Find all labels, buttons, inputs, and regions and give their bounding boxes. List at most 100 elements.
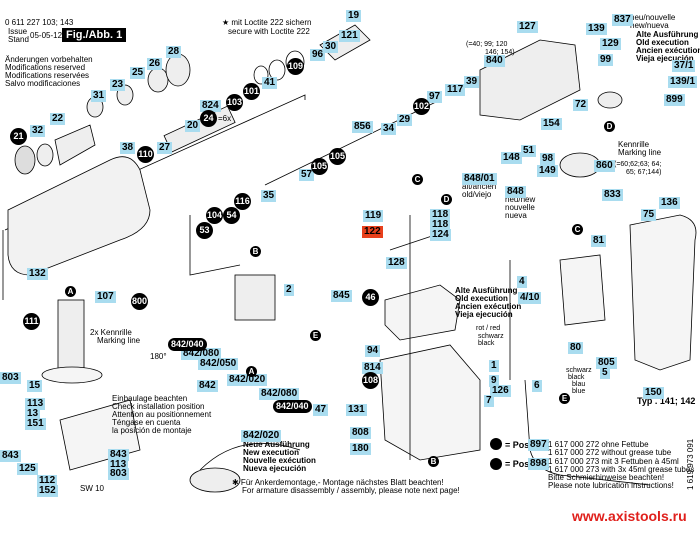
part-21-circled[interactable]: 21: [10, 128, 27, 145]
part-104-circled[interactable]: 104: [206, 207, 223, 224]
part-803[interactable]: 803: [0, 372, 21, 384]
part-842-020-a[interactable]: 842/020: [227, 374, 268, 386]
part-128[interactable]: 128: [386, 257, 407, 269]
part-899[interactable]: 899: [664, 94, 685, 106]
part-848[interactable]: 848: [505, 186, 526, 198]
part-860[interactable]: 860: [594, 160, 615, 172]
part-5[interactable]: 5: [600, 367, 610, 379]
part-31[interactable]: 31: [91, 90, 107, 102]
part-108-circled[interactable]: 108: [362, 372, 379, 389]
part-125[interactable]: 125: [17, 463, 38, 475]
part-842-020-b[interactable]: 842/020: [241, 430, 282, 442]
part-150[interactable]: 150: [643, 387, 664, 399]
part-97[interactable]: 97: [427, 91, 443, 103]
part-124[interactable]: 124: [430, 229, 451, 241]
part-53-circled[interactable]: 53: [196, 222, 213, 239]
part-139-1[interactable]: 139/1: [668, 76, 698, 88]
part-180[interactable]: 180: [350, 443, 371, 455]
part-856[interactable]: 856: [352, 121, 373, 133]
part-113[interactable]: 113: [25, 398, 46, 410]
part-75[interactable]: 75: [641, 209, 657, 221]
part-9[interactable]: 9: [489, 375, 499, 387]
part-131[interactable]: 131: [346, 404, 367, 416]
part-37-1[interactable]: 37/1: [672, 60, 696, 72]
part-833[interactable]: 833: [602, 189, 623, 201]
part-151[interactable]: 151: [25, 418, 46, 430]
part-129[interactable]: 129: [600, 38, 621, 50]
part-22[interactable]: 22: [50, 113, 66, 125]
part-117[interactable]: 117: [445, 84, 466, 96]
part-840[interactable]: 840: [484, 55, 505, 67]
part-13[interactable]: 13: [25, 408, 41, 420]
part-81[interactable]: 81: [591, 235, 607, 247]
part-47[interactable]: 47: [313, 404, 329, 416]
part-7[interactable]: 7: [484, 395, 494, 407]
part-15[interactable]: 15: [27, 380, 43, 392]
part-127[interactable]: 127: [517, 21, 538, 33]
part-136[interactable]: 136: [659, 197, 680, 209]
part-148[interactable]: 148: [501, 152, 522, 164]
part-1[interactable]: 1: [489, 360, 499, 372]
part-824[interactable]: 824: [200, 100, 221, 112]
part-843-detail[interactable]: 843: [108, 449, 129, 461]
part-24-circled[interactable]: 24: [200, 110, 217, 127]
part-152[interactable]: 152: [37, 485, 58, 497]
part-105-circled-a[interactable]: 105: [329, 148, 346, 165]
part-98[interactable]: 98: [540, 153, 556, 165]
part-109-circled[interactable]: 109: [287, 58, 304, 75]
part-41[interactable]: 41: [262, 77, 278, 89]
part-132[interactable]: 132: [27, 268, 48, 280]
part-105-circled-b[interactable]: 105: [311, 158, 328, 175]
part-842-080-a[interactable]: 842/080: [181, 348, 222, 360]
part-103-circled[interactable]: 103: [226, 94, 243, 111]
part-121[interactable]: 121: [339, 30, 360, 42]
part-118-a[interactable]: 118: [430, 209, 451, 221]
part-122[interactable]: 122: [362, 226, 383, 238]
part-4[interactable]: 4: [517, 276, 527, 288]
part-101-circled[interactable]: 101: [243, 83, 260, 100]
part-102-circled[interactable]: 102: [413, 98, 430, 115]
part-32[interactable]: 32: [30, 125, 46, 137]
part-118-b[interactable]: 118: [430, 219, 451, 231]
part-842[interactable]: 842: [197, 380, 218, 392]
part-99[interactable]: 99: [598, 54, 614, 66]
part-57[interactable]: 57: [299, 169, 315, 181]
part-843[interactable]: 843: [0, 450, 21, 462]
part-805[interactable]: 805: [596, 357, 617, 369]
part-27[interactable]: 27: [157, 142, 173, 154]
part-29[interactable]: 29: [397, 114, 413, 126]
part-34[interactable]: 34: [381, 123, 397, 135]
part-2[interactable]: 2: [284, 284, 294, 296]
part-845[interactable]: 845: [331, 290, 352, 302]
part-800-circled[interactable]: 800: [131, 293, 148, 310]
part-149[interactable]: 149: [537, 165, 558, 177]
part-28[interactable]: 28: [166, 46, 182, 58]
part-107[interactable]: 107: [95, 291, 116, 303]
part-837[interactable]: 837: [612, 14, 633, 26]
part-154[interactable]: 154: [541, 118, 562, 130]
part-803-detail[interactable]: 803: [108, 468, 129, 480]
part-126[interactable]: 126: [490, 385, 511, 397]
part-111-circled[interactable]: 111: [23, 313, 40, 330]
part-842-040-circled-a[interactable]: 842/040: [168, 338, 207, 351]
part-139[interactable]: 139: [586, 23, 607, 35]
part-51[interactable]: 51: [521, 145, 537, 157]
part-54-circled[interactable]: 54: [223, 207, 240, 224]
part-20[interactable]: 20: [185, 120, 201, 132]
part-842-080-b[interactable]: 842/080: [259, 388, 300, 400]
part-112[interactable]: 112: [37, 475, 58, 487]
part-119[interactable]: 119: [363, 210, 384, 222]
part-25[interactable]: 25: [130, 67, 146, 79]
part-808[interactable]: 808: [350, 427, 371, 439]
part-38[interactable]: 38: [120, 142, 136, 154]
part-116-circled[interactable]: 116: [234, 193, 251, 210]
part-6[interactable]: 6: [532, 380, 542, 392]
part-19[interactable]: 19: [346, 10, 362, 22]
part-80[interactable]: 80: [568, 342, 584, 354]
part-35[interactable]: 35: [261, 190, 277, 202]
part-72[interactable]: 72: [573, 99, 589, 111]
part-848-01[interactable]: 848/01: [462, 173, 497, 185]
part-814[interactable]: 814: [362, 362, 383, 374]
part-96[interactable]: 96: [310, 49, 326, 61]
part-30[interactable]: 30: [323, 41, 339, 53]
